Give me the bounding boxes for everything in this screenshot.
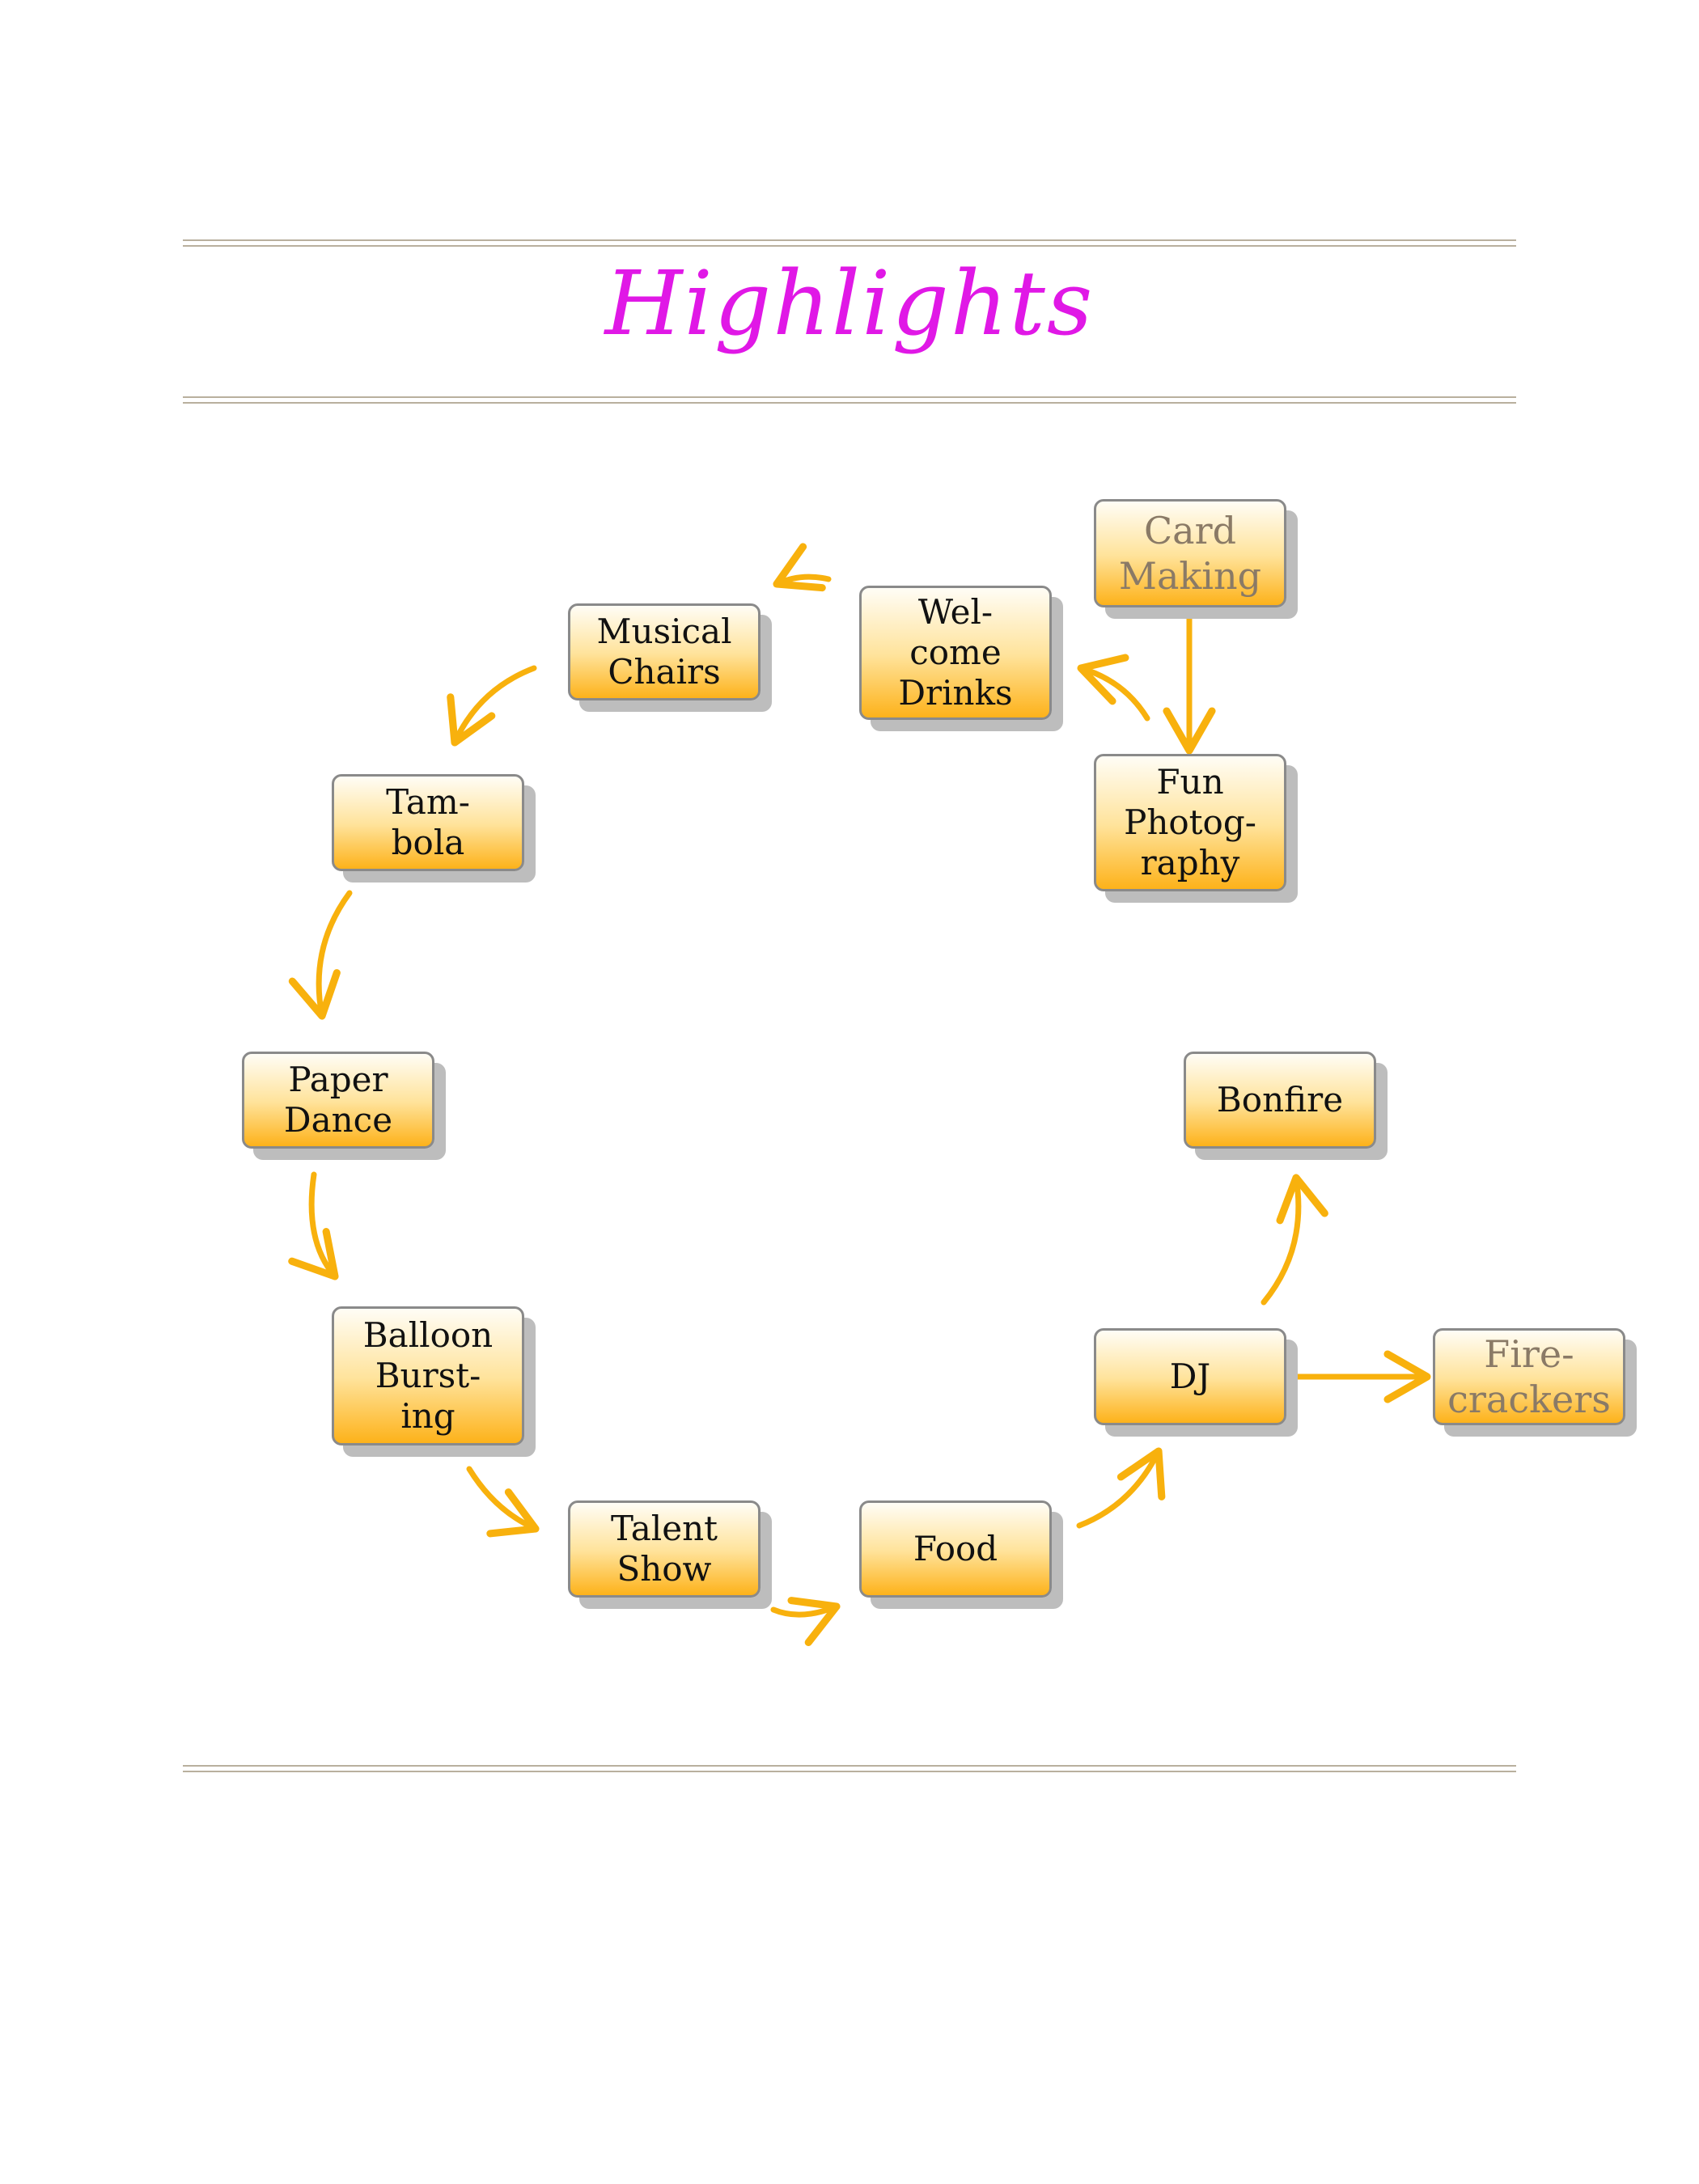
bottom-rule <box>183 1765 1516 1773</box>
arrow-balloon-bursting-to-talent-show <box>466 1466 540 1538</box>
top-rule <box>183 239 1516 248</box>
arrow-dj-to-bonfire <box>1260 1174 1328 1306</box>
node-paper-dance: Paper Dance <box>242 1052 434 1149</box>
arrow-fun-photography-to-welcome-drinks <box>1077 654 1150 722</box>
node-musical-chairs: Musical Chairs <box>568 603 761 700</box>
title-bottom-rule <box>183 396 1516 404</box>
node-bonfire: Bonfire <box>1184 1052 1376 1149</box>
node-fun-photography: Fun Photog- raphy <box>1094 754 1286 891</box>
node-talent-show: Talent Show <box>568 1500 761 1598</box>
arrow-welcome-drinks-to-musical-chairs <box>773 543 832 592</box>
arrow-tambola-to-paper-dance <box>288 890 353 1020</box>
arrow-musical-chairs-to-tambola <box>447 665 537 747</box>
node-balloon-bursting: Balloon Burst- ing <box>332 1306 524 1445</box>
node-dj: DJ <box>1094 1328 1286 1425</box>
node-card-making: Card Making <box>1094 499 1286 607</box>
node-food: Food <box>859 1500 1052 1598</box>
arrow-food-to-dj <box>1076 1447 1166 1529</box>
node-welcome-drinks: Wel- come Drinks <box>859 586 1052 720</box>
node-firecrackers: Fire- crackers <box>1433 1328 1625 1425</box>
node-tambola: Tam- bola <box>332 774 524 871</box>
arrow-paper-dance-to-balloon-bursting <box>288 1171 339 1280</box>
page-title: Highlights <box>604 252 1095 355</box>
arrow-talent-show-to-food <box>770 1597 841 1647</box>
